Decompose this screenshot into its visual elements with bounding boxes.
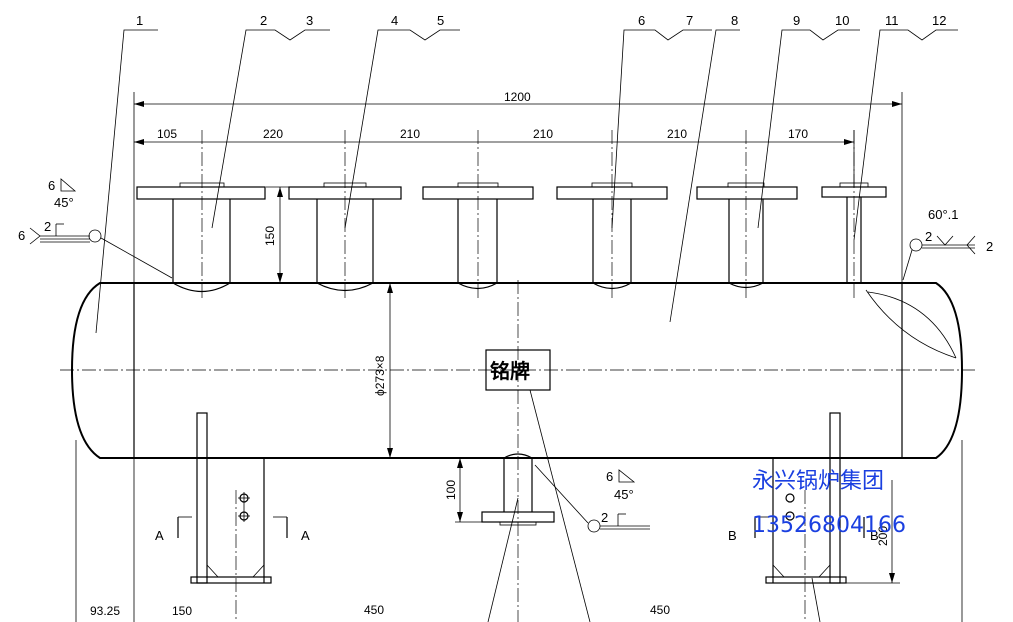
- part-number-3: 3: [306, 13, 313, 28]
- weld-right-size: 2: [925, 229, 932, 244]
- left-support: [190, 412, 272, 584]
- nozzle-1: [136, 182, 266, 293]
- weld-right-angle: 60°.1: [928, 207, 959, 222]
- part-number-9: 9: [793, 13, 800, 28]
- dim-bottom-1: 93.25: [90, 604, 120, 618]
- dim-spacing-2: 220: [263, 127, 283, 141]
- nozzle-3: [422, 182, 534, 290]
- part-number-6: 6: [638, 13, 645, 28]
- dim-spacing-1: 105: [157, 127, 177, 141]
- part-number-11: 11: [885, 13, 899, 28]
- spacing-dimensions: 105 220 210 210 210 170: [134, 127, 855, 187]
- part-number-2: 2: [260, 13, 267, 28]
- part-leaders: [95, 29, 958, 622]
- section-label-b-left: B: [728, 528, 737, 543]
- part-number-5: 5: [437, 13, 444, 28]
- dim-bottom-outlet: 100: [444, 480, 458, 500]
- bottom-dimensions: 93.25 150 450 450: [75, 440, 963, 622]
- dim-spacing-3: 210: [400, 127, 420, 141]
- dim-spacing-4: 210: [533, 127, 553, 141]
- weld-left-size: 2: [44, 219, 51, 234]
- nozzle-2: [288, 182, 402, 292]
- diameter-dimension: ϕ273×8: [373, 283, 393, 458]
- nameplate: 铭牌: [485, 349, 551, 391]
- dim-nozzle-height: 150: [263, 226, 277, 246]
- right-support: [765, 412, 847, 584]
- weld-symbol-bottom: 6 45° 2: [534, 464, 650, 533]
- section-label-a-right: A: [301, 528, 310, 543]
- part-number-1: 1: [136, 13, 143, 28]
- dim-spacing-5: 210: [667, 127, 687, 141]
- part-number-4: 4: [391, 13, 398, 28]
- section-marks: A A B B: [155, 516, 879, 543]
- weld-left-side: 6: [18, 228, 25, 243]
- dim-bottom-4: 450: [650, 603, 670, 617]
- part-number-10: 10: [835, 13, 849, 28]
- nameplate-label: 铭牌: [490, 359, 530, 383]
- dim-bottom-3: 450: [364, 603, 384, 617]
- bottom-outlet-dimension: 100: [444, 458, 482, 523]
- support-height-dimension: 200: [846, 480, 900, 584]
- nozzle-5: [696, 182, 798, 289]
- section-label-a-left: A: [155, 528, 164, 543]
- weld-bottom-leg: 6: [606, 469, 613, 484]
- watermark-phone: 13526804166: [752, 513, 906, 538]
- part-number-8: 8: [731, 13, 738, 28]
- weld-bottom-size: 2: [601, 510, 608, 525]
- part-number-12: 12: [932, 13, 946, 28]
- weld-right-side: 2: [986, 239, 993, 254]
- watermark: 永兴锅炉集团 13526804166: [752, 469, 906, 538]
- bottom-nozzle: [481, 453, 555, 526]
- part-number-labels: 1 2 3 4 5 6 7 8 9 10 11 12: [136, 13, 946, 28]
- dim-bottom-2: 150: [172, 604, 192, 618]
- nozzle-height-dimension: 150: [263, 186, 290, 283]
- watermark-company: 永兴锅炉集团: [752, 469, 884, 494]
- overall-dimension: 1200: [133, 90, 903, 283]
- nozzle-6: [821, 182, 887, 283]
- dim-spacing-6: 170: [788, 127, 808, 141]
- weld-left-angle: 45°: [54, 195, 74, 210]
- nozzle-4: [556, 182, 668, 290]
- weld-symbol-left: 6 45° 6 2: [18, 178, 173, 279]
- part-number-7: 7: [686, 13, 693, 28]
- weld-bottom-angle: 45°: [614, 487, 634, 502]
- dim-support-height: 200: [876, 526, 890, 546]
- dim-overall: 1200: [504, 90, 531, 104]
- weld-symbol-right: 60°.1 2 2: [902, 207, 993, 281]
- weld-left-leg: 6: [48, 178, 55, 193]
- section-label-b-right: B: [870, 528, 879, 543]
- dim-diameter: ϕ273×8: [373, 355, 387, 396]
- centerlines: [60, 130, 975, 622]
